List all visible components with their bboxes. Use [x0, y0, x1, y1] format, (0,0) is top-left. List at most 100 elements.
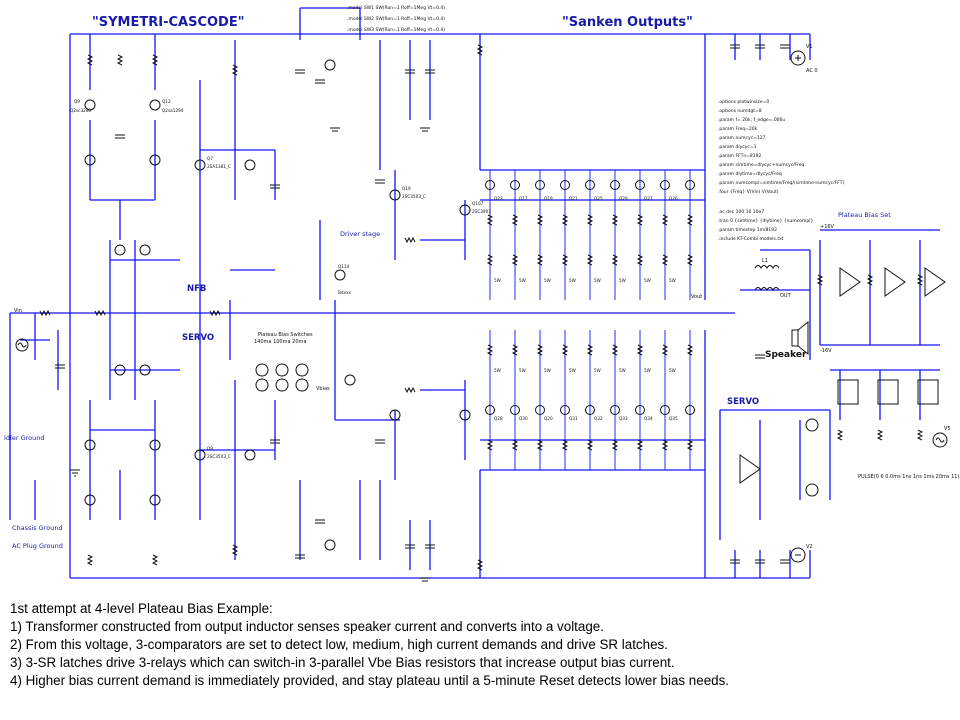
- spice-line: .four {Freq} V(Vin) V(Vout): [718, 189, 779, 195]
- vbias-label: Vbias: [316, 386, 330, 392]
- driver-stage-label: Driver stage: [340, 230, 380, 238]
- nfb-label: NFB: [187, 284, 206, 294]
- comparators: [739, 267, 946, 484]
- right-circuits: [9, 34, 940, 578]
- note-item: 2) From this voltage, 3-comparators are …: [10, 637, 668, 652]
- plateau-bias-switches-label: Plateau Bias Switches: [258, 332, 313, 338]
- output-q-label: Q34: [644, 416, 653, 421]
- v-plus-label: +16V: [820, 224, 835, 230]
- spice-line: .param timestep 1m/8192: [718, 227, 777, 233]
- watt-label: 5W: [644, 368, 651, 373]
- vin-label: Vin: [14, 308, 22, 314]
- output-bank: [479, 34, 705, 578]
- q-label: 2SA1381_C: [207, 164, 231, 169]
- output-inductor: [754, 265, 780, 291]
- power-rails: [10, 33, 810, 579]
- spice-line: .param FFTn=8192: [718, 153, 762, 159]
- directive-line: .model SW3 SW(Ron=1 Roff=1Meg Vt=0.4): [347, 27, 445, 33]
- spice-line: .param numcompl=simtime/Freq/(simtime-nu…: [718, 180, 844, 186]
- spice-line: .param dlycyc=1: [718, 144, 757, 150]
- spice-line: .param f= 20k; f_edge=.006u: [718, 117, 785, 123]
- capacitors: [55, 44, 790, 564]
- q-label: Q9: [74, 99, 80, 104]
- output-q-label: Q32: [594, 416, 603, 421]
- q-label: Q2sc3240: [70, 108, 91, 113]
- output-q-label: Q27: [644, 196, 653, 201]
- directive-line: .model SW1 SW(Ron=1 Roff=1Meg Vt=0.4): [347, 5, 445, 11]
- output-q-label: Q30: [519, 416, 528, 421]
- spice-line: .param Freq=20k: [718, 126, 758, 132]
- title-symetri-cascode: "SYMETRI-CASCODE": [92, 15, 244, 30]
- output-q-label: Q26: [669, 196, 678, 201]
- watt-label: 5W: [594, 368, 601, 373]
- q-label: 2SC3503_C: [402, 194, 426, 199]
- spice-line: .options plotwinsize=0: [718, 99, 769, 105]
- output-q-label: Q31: [569, 416, 578, 421]
- watt-label: 5W: [494, 278, 501, 283]
- inductor-label: L1: [762, 258, 768, 264]
- q-label: Q19: [402, 186, 411, 191]
- speaker-symbol: [791, 320, 809, 356]
- spice-line: .param numcyc=127: [718, 135, 766, 141]
- directive-line: .model SW2 SW(Ron=1 Roff=1Meg Vt=0.4): [347, 16, 445, 22]
- output-q-label: Q29: [619, 196, 628, 201]
- servo-right-label: SERVO: [727, 397, 759, 407]
- watt-label: 5W: [669, 278, 676, 283]
- watt-label: 5W: [519, 278, 526, 283]
- spice-line: .param dlytime=dlycyc/Freq: [718, 171, 782, 177]
- watt-label: 5W: [619, 368, 626, 373]
- output-q-label: Q17: [519, 196, 528, 201]
- q-label: Q107: [472, 201, 484, 206]
- schematic-diagram: "SYMETRI-CASCODE" "Sanken Outputs" Plate…: [4, 5, 959, 582]
- output-q-label: Q19: [544, 196, 553, 201]
- title-sanken-outputs: "Sanken Outputs": [562, 15, 693, 30]
- v2-label: V2: [806, 544, 813, 550]
- watt-label: 5W: [594, 278, 601, 283]
- sources: [15, 50, 948, 582]
- watt-label: 5W: [669, 368, 676, 373]
- spice-line: .param simtime=dlycyc+numcyc/Freq: [718, 162, 805, 168]
- q-label: Q7: [207, 156, 213, 161]
- output-q-label: Q35: [669, 416, 678, 421]
- resistors: [39, 44, 924, 571]
- v5-label: V5: [944, 426, 951, 432]
- watt-label: 5W: [494, 368, 501, 373]
- spice-line: .tran 0 {simtime} {dlytime} {numcompl}: [718, 218, 813, 224]
- ac-source-label: AC 0: [806, 68, 818, 74]
- watt-label: 5W: [544, 278, 551, 283]
- v-minus-label: -16V: [820, 348, 832, 354]
- output-q-label: Q33: [619, 416, 628, 421]
- q-label: 2SC3907: [472, 209, 491, 214]
- watt-label: 5W: [519, 368, 526, 373]
- pulse-label: PULSE(0 6 0.0ms 1ns 1ns 1ms 20ms 11): [858, 474, 959, 480]
- transistors: [84, 59, 695, 551]
- idler-ground-label: Idler Ground: [4, 434, 45, 442]
- output-q-label: Q23: [494, 196, 503, 201]
- output-q-label: Q21: [569, 196, 578, 201]
- q-label: Q2sa1294: [162, 108, 184, 113]
- note-item: 3) 3-SR latches drive 3-relays which can…: [10, 655, 675, 670]
- watt-label: 5W: [569, 278, 576, 283]
- input-stage: [20, 7, 466, 570]
- v1-label: V1: [806, 44, 813, 50]
- spice-sim-directives: .options plotwinsize=0 .options numdgt=8…: [718, 99, 844, 242]
- output-q-label: Q25: [594, 196, 603, 201]
- relay-switches: [255, 363, 309, 392]
- q-label: Q12: [162, 99, 171, 104]
- output-labels-bottom: Q28 Q30 Q20 Q31 Q32 Q33 Q34 Q35 5W 5W 5W…: [494, 368, 678, 421]
- q-label: Q9: [207, 446, 213, 451]
- note-heading: 1st attempt at 4-level Plateau Bias Exam…: [10, 601, 273, 616]
- q-label: Bdxxx: [338, 290, 351, 295]
- plateau-bias-set-label: Plateau Bias Set: [838, 211, 891, 219]
- switch-currents-label: 140ma 100ma 20ma: [254, 339, 306, 345]
- speaker-label: Speaker: [765, 350, 807, 360]
- watt-label: 5W: [544, 368, 551, 373]
- watt-label: 5W: [569, 368, 576, 373]
- servo-left-label: SERVO: [182, 333, 214, 343]
- spice-line: .options numdgt=8: [718, 108, 762, 114]
- vout-label: Vout: [691, 294, 702, 300]
- q-label: Q114: [338, 264, 350, 269]
- q-label: 2SC3503_C: [207, 454, 231, 459]
- out-label: OUT: [780, 293, 792, 299]
- note-item: 4) Higher bias current demand is immedia…: [10, 673, 730, 688]
